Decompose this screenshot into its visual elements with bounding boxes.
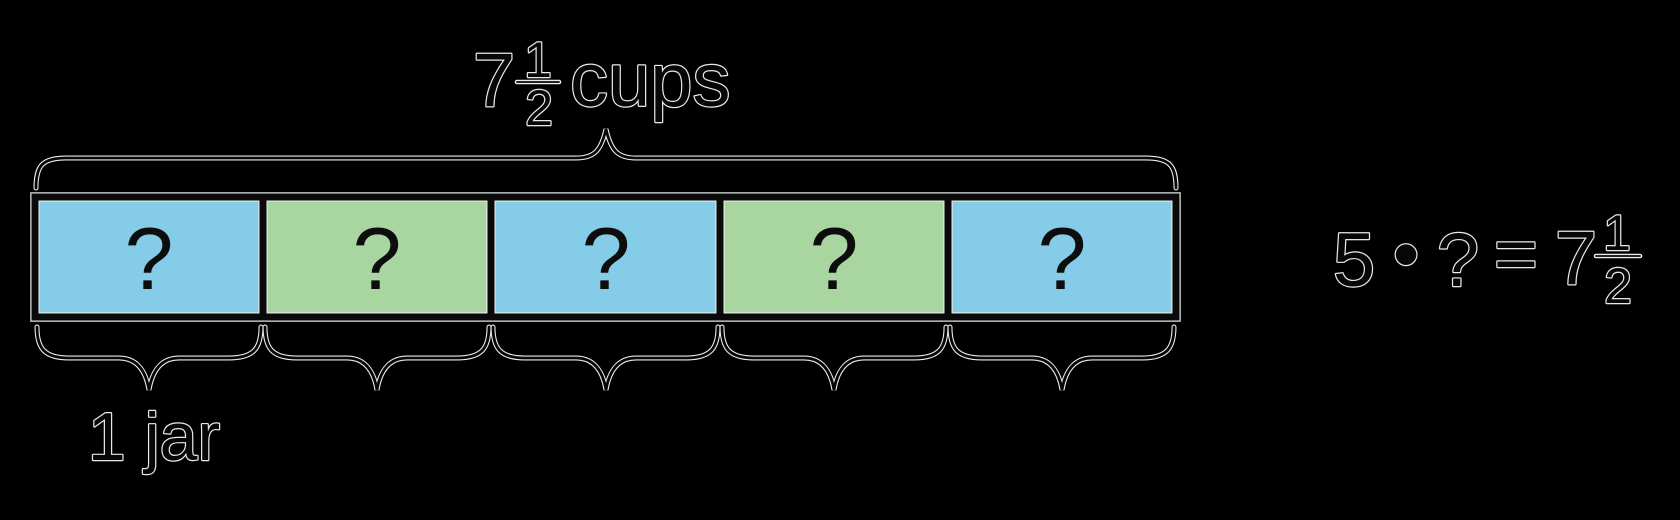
cell-question-3: ? (582, 209, 631, 308)
tape-cell-4 (720, 199, 948, 315)
total-unit: cups (570, 38, 731, 123)
multiplication-dot: • (1393, 212, 1420, 297)
result-fraction-denominator: 2 (1604, 258, 1632, 314)
jar-label: 1 jar (88, 399, 220, 475)
jar-brace-4 (719, 324, 949, 391)
jar-brace-1 (34, 324, 264, 391)
jar-brace-5 (947, 324, 1177, 391)
total-fraction-denominator: 2 (525, 80, 553, 136)
jar-brace-2 (262, 324, 492, 391)
equation: 5 • ? = 7 1 2 (1332, 204, 1643, 315)
equals-sign: = (1494, 212, 1538, 297)
cell-question-1: ? (125, 209, 174, 308)
cell-question-2: ? (353, 209, 402, 308)
equation-unknown: ? (1437, 218, 1479, 303)
total-label: 7 1 2 cups (472, 31, 732, 137)
equation-factor: 5 (1333, 218, 1375, 303)
tape: ? ? ? ? ? (30, 192, 1181, 322)
result-whole-number: 7 (1555, 216, 1597, 301)
total-brace (33, 128, 1179, 191)
tape-cell-3 (491, 199, 720, 315)
tape-cell-5 (948, 199, 1176, 315)
result-fraction-numerator: 1 (1603, 205, 1631, 261)
tape-cell-1 (35, 199, 263, 315)
cell-question-4: ? (810, 209, 859, 308)
tape-cell-2 (263, 199, 491, 315)
cell-question-5: ? (1038, 209, 1087, 308)
jar-brace-3 (490, 324, 721, 391)
tape-grid (31, 193, 1180, 321)
total-fraction-numerator: 1 (524, 32, 552, 88)
total-whole-number: 7 (473, 38, 515, 123)
